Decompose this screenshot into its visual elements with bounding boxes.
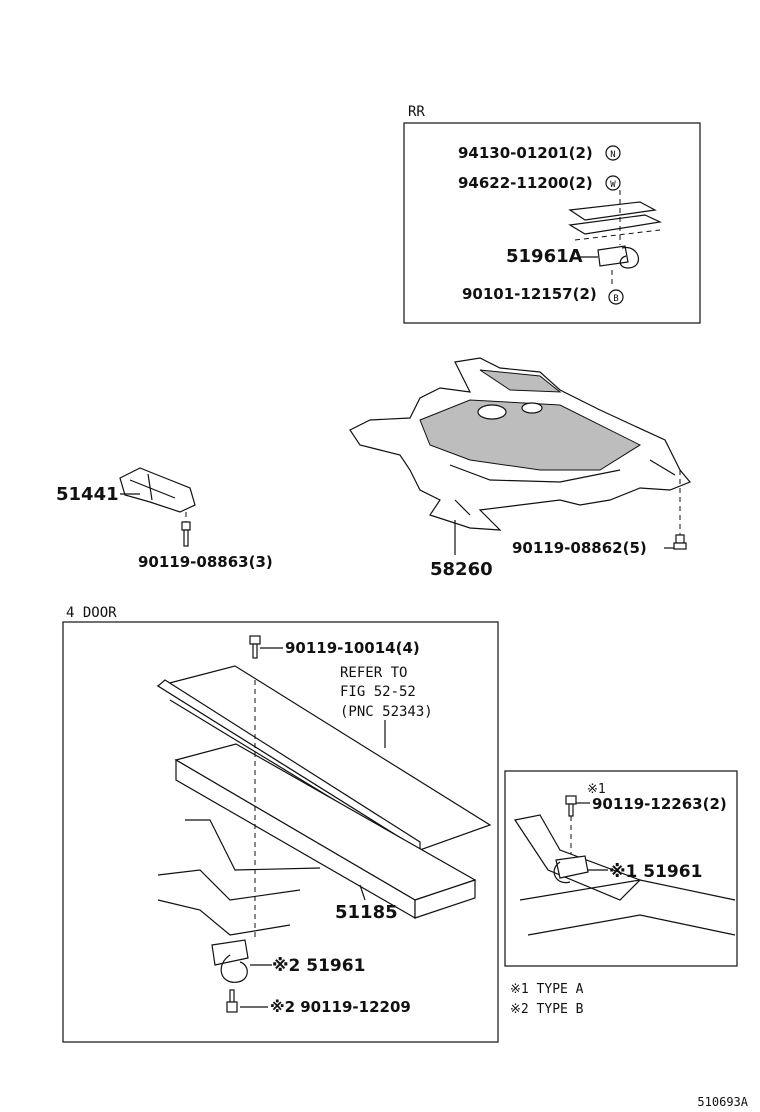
rr-rail-drawing [568,190,663,245]
part-bracket: 51441 [56,484,119,505]
refer-line-2: FIG 52-52 [340,684,416,700]
part-cover-bolt: 90119-08862(5) [512,539,647,557]
hook-a-icon [553,855,589,884]
part-door-bolt-top: 90119-10014(4) [285,639,420,657]
bolt-symbol-letter: B [613,294,618,304]
rr-inset: RR 94130-01201(2) N 94622-11200(2) W 519… [403,104,701,324]
cover-bolt-icon [673,534,687,550]
tow-hook-icon [597,245,639,269]
part-bolt-a: 90119-12263(2) [592,795,727,813]
hook-b-icon [211,939,249,983]
four-door-frame [62,621,499,1043]
part-under-cover: 58260 [430,559,493,580]
refer-line-1: REFER TO [340,665,407,681]
frame-rail-drawing [157,680,321,940]
part-sill: 51185 [335,902,398,923]
bracket-bolt-icon [181,521,191,547]
legend-type-b: ※2 TYPE B [510,1002,584,1017]
bracket-drawing [119,467,196,513]
under-cover-drawing [349,357,691,531]
bolt-symbol-icon [608,289,624,305]
type-a-mark: ※1 [587,782,606,797]
legend-type-a: ※1 TYPE A [510,982,584,997]
part-hook-a: ※1 51961 [609,862,702,882]
type-a-frame [504,770,738,967]
bolt-b-icon [226,989,238,1013]
nut-symbol-letter: N [610,150,615,160]
part-bracket-bolt: 90119-08863(3) [138,553,273,571]
four-door-section-label: 4 DOOR [66,605,117,621]
part-rr-bolt: 90101-12157(2) [462,285,597,303]
rr-section-label: RR [408,104,425,120]
top-bolt-icon [249,635,261,659]
rr-inset-frame [403,122,701,324]
sill-drawing [174,743,477,920]
step-plate-drawing [156,665,492,853]
part-hook-b: ※2 51961 [272,956,365,976]
refer-line-3: (PNC 52343) [340,704,433,720]
washer-symbol-icon [605,175,621,191]
part-bolt-b: ※2 90119-12209 [270,998,411,1016]
part-rr-hook: 51961A [506,246,583,267]
figure-id: 510693A [697,1095,748,1109]
nut-symbol-icon [605,145,621,161]
part-rr-washer: 94622-11200(2) [458,174,593,192]
bolt-a-icon [565,795,577,817]
washer-symbol-letter: W [610,180,616,190]
part-rr-nut: 94130-01201(2) [458,144,593,162]
